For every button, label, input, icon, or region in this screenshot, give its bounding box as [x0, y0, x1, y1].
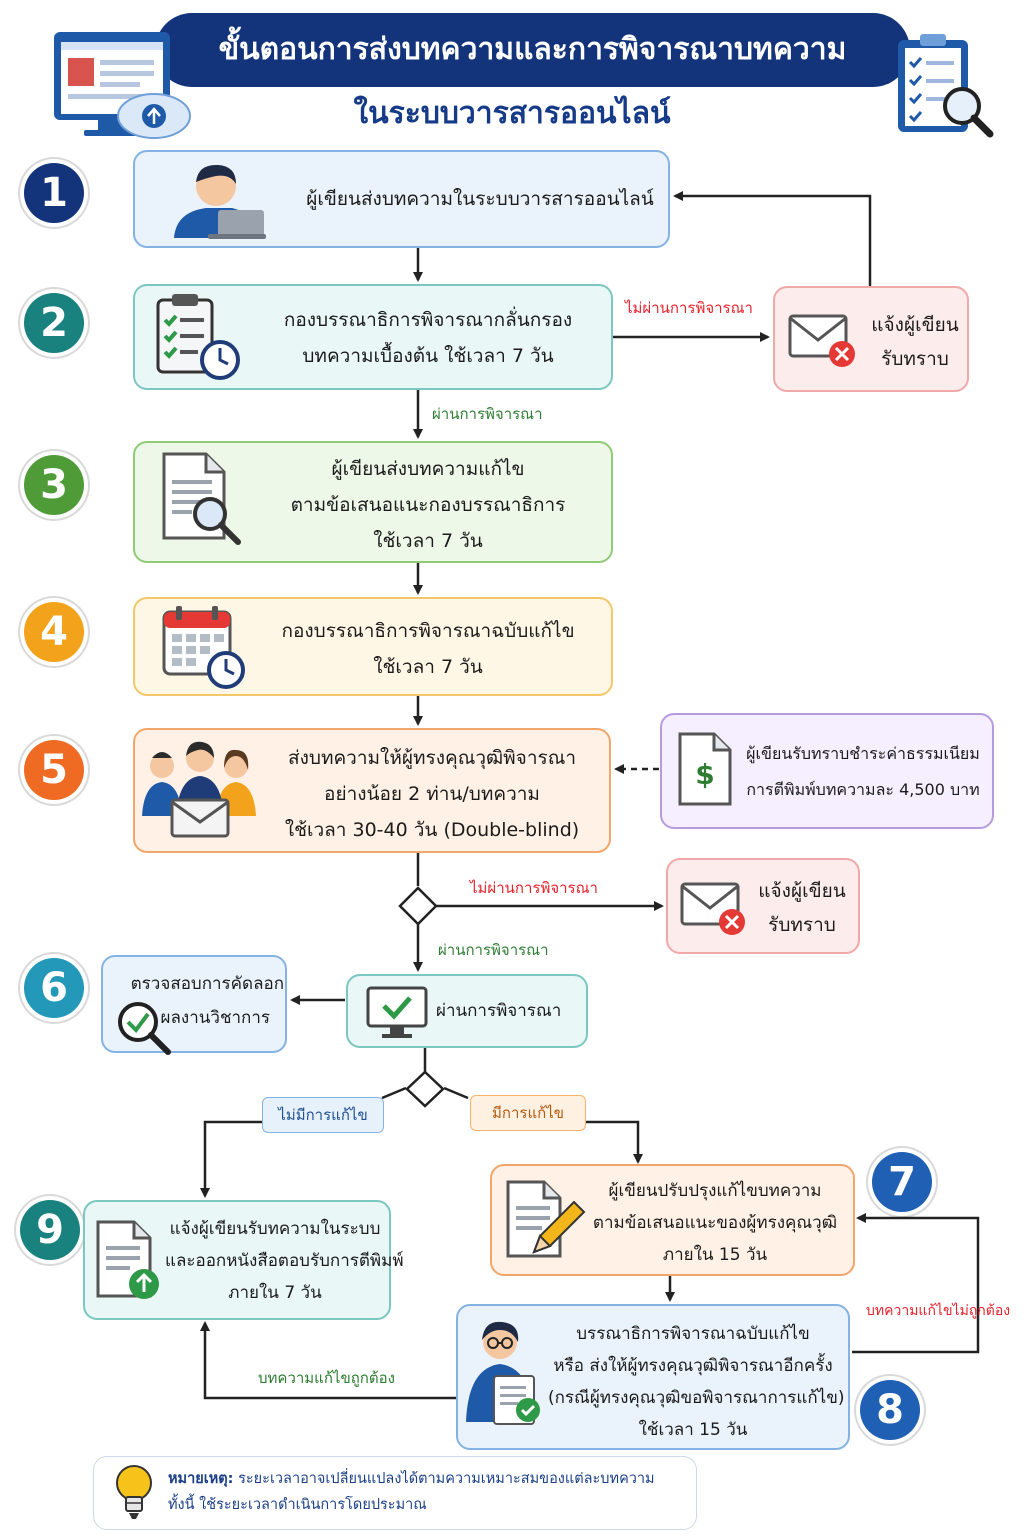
step-3-text: ผู้เขียนส่งบทความแก้ไข ตามข้อเสนอแนะกองบ… [290, 458, 566, 552]
step-7-text: ผู้เขียนปรับปรุงแก้ไขบทความ ตามข้อเสนอแน… [592, 1181, 838, 1265]
label-has-revision: มีการแก้ไข [470, 1095, 586, 1131]
document-upload-icon [96, 1220, 159, 1299]
step-1-badge: 1 [24, 163, 84, 223]
step-3-badge: 3 [24, 455, 84, 515]
step-1-text: ผู้เขียนส่งบทความในระบบวารสารออนไลน์ [306, 188, 654, 210]
monitor-upload-icon [54, 32, 191, 139]
note-heading: หมายเหตุ: [168, 1471, 234, 1487]
dollar-sign-icon: $ [695, 758, 714, 791]
step-5-badge: 5 [24, 740, 84, 800]
step-7-badge: 7 [872, 1152, 932, 1212]
header-banner [155, 13, 910, 87]
step-4-badge: 4 [24, 602, 84, 662]
notify-author-text-2: แจ้งผู้เขียน รับทราบ [758, 880, 846, 936]
label-fail-1: ไม่ผ่านการพิจารณา [625, 299, 753, 317]
step-2-badge: 2 [24, 293, 84, 353]
label-revision-correct: บทความแก้ไขถูกต้อง [258, 1369, 395, 1387]
step-9-badge: 9 [20, 1200, 80, 1260]
author-laptop-icon [174, 164, 266, 239]
step-5-text: ส่งบทความให้ผู้ทรงคุณวุฒิพิจารณา อย่างน้… [284, 747, 580, 841]
step-8-text: บรรณาธิการพิจารณาฉบับแก้ไข หรือ ส่งให้ผู… [548, 1324, 845, 1440]
step-8-badge: 8 [860, 1380, 920, 1440]
step-2-text: กองบรรณาธิการพิจารณากลั่นกรอง บทความเบื้… [283, 309, 573, 367]
page-title: ขั้นตอนการส่งบทความและการพิจารณาบทความ [218, 32, 847, 67]
document-edit-icon [506, 1180, 586, 1258]
page-subtitle: ในระบบวารสารออนไลน์ [353, 96, 671, 131]
rejected-mail-icon [788, 314, 855, 367]
step-4-text: กองบรรณาธิการพิจารณาฉบับแก้ไข ใช้เวลา 7 … [281, 620, 575, 678]
plagiarism-check-icon [118, 1002, 171, 1055]
label-pass-1: ผ่านการพิจารณา [432, 405, 543, 423]
clipboard-search-icon [898, 34, 994, 138]
note-line-1: ระยะเวลาอาจเปลี่ยนแปลงได้ตามความเหมาะสมข… [238, 1471, 655, 1487]
note-line-2: ทั้งนี้ ใช้ระยะเวลาดำเนินการโดยประมาณ [168, 1497, 427, 1513]
clipboard-checklist-clock-icon [156, 294, 240, 380]
step-6-text: ตรวจสอบการคัดลอก ผลงานวิชาการ [130, 974, 284, 1028]
label-fail-2: ไม่ผ่านการพิจารณา [470, 879, 598, 897]
passed-box-text: ผ่านการพิจารณา [436, 1001, 562, 1021]
monitor-check-icon [366, 986, 428, 1038]
document-search-icon [162, 452, 241, 545]
note-box [93, 1456, 697, 1530]
editor-review-icon [466, 1321, 540, 1425]
fee-document-icon: $ [678, 732, 732, 806]
step-9-text: แจ้งผู้เขียนรับทความในระบบ และออกหนังสือ… [165, 1219, 404, 1303]
rejected-mail-icon-2 [680, 882, 745, 935]
step-6-badge: 6 [24, 958, 84, 1018]
calendar-clock-icon [162, 606, 245, 689]
label-revision-incorrect: บทความแก้ไขไม่ถูกต้อง [866, 1303, 1011, 1319]
notify-author-text-1: แจ้งผู้เขียน รับทราบ [871, 314, 959, 370]
fee-text: ผู้เขียนรับทราบชำระค่าธรรมเนียม การตีพิม… [746, 744, 980, 799]
label-pass-2: ผ่านการพิจารณา [438, 941, 549, 959]
reviewers-mail-icon [142, 741, 256, 838]
lightbulb-icon [116, 1465, 152, 1519]
label-no-revision: ไม่มีการแก้ไข [262, 1097, 384, 1133]
note-text: หมายเหตุ: ระยะเวลาอาจเปลี่ยนแปลงได้ตามคว… [168, 1466, 655, 1518]
